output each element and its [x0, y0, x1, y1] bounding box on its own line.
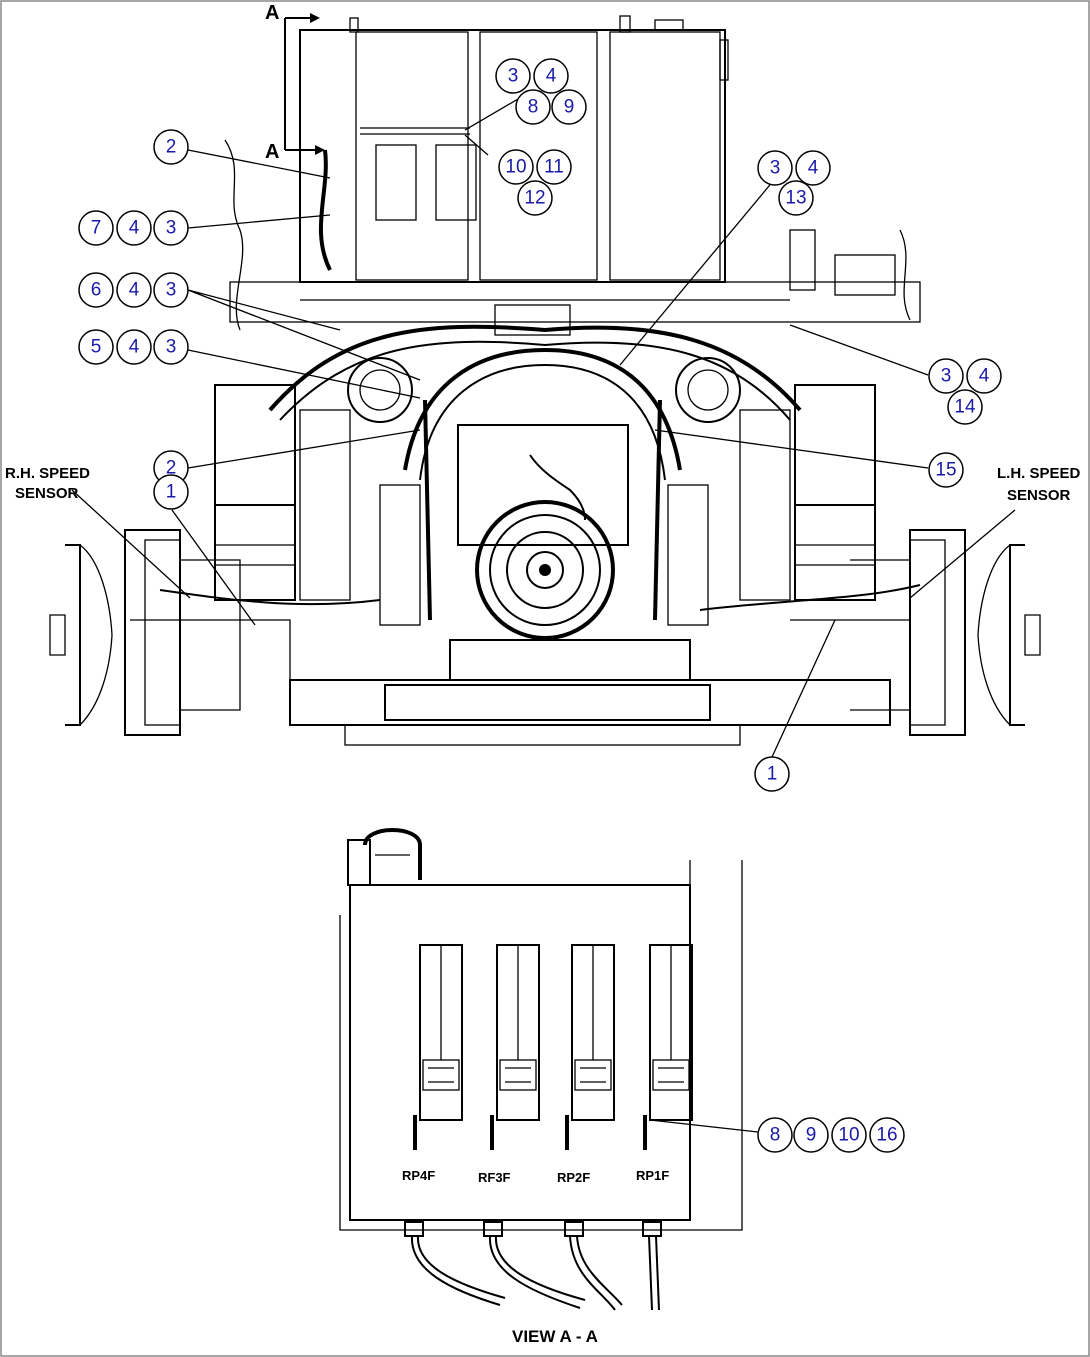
callout-13: 13 [785, 188, 806, 209]
view-a-a-panel [339, 828, 759, 1311]
callout-1-right: 1 [767, 764, 778, 785]
callout-group-7-4-3: 7 4 3 [78, 210, 189, 246]
callout-group-6-4-3: 6 4 3 [78, 272, 189, 308]
cabinet-panel-right [609, 31, 721, 281]
view-title: VIEW A - A [512, 1327, 598, 1346]
panel-box [349, 884, 691, 1221]
callout-4: 4 [129, 280, 140, 301]
callout-4: 4 [979, 366, 990, 387]
callout-2-upper: 2 [166, 137, 177, 158]
callout-8: 8 [770, 1125, 781, 1146]
callout-10: 10 [505, 157, 526, 178]
callout-3: 3 [166, 218, 177, 239]
callout-group-3-4-13: 3 4 13 [757, 150, 831, 216]
relay-1 [413, 944, 463, 1150]
callout-16: 16 [876, 1125, 897, 1146]
callout-15: 15 [935, 460, 956, 481]
callout-7: 7 [91, 218, 102, 239]
callout-5: 5 [91, 337, 102, 358]
callout-14: 14 [954, 397, 976, 418]
callout-9: 9 [806, 1125, 817, 1146]
callout-4: 4 [129, 337, 140, 358]
cabinet-panel-center [479, 31, 598, 281]
connector-label-3: RP2F [557, 1170, 590, 1185]
callout-2-lower: 2 [166, 458, 177, 479]
callout-6: 6 [91, 280, 102, 301]
callout-1-left: 1 [166, 482, 177, 503]
callout-4: 4 [546, 66, 557, 87]
relay-3 [565, 944, 615, 1150]
callout-4: 4 [129, 218, 140, 239]
rh-speed-sensor-label-line1: R.H. SPEED [5, 465, 90, 482]
callout-group-cabinet-a: 3 4 8 9 [495, 58, 587, 125]
main-chassis-view [49, 13, 1041, 758]
callout-4: 4 [808, 158, 819, 179]
callout-3: 3 [770, 158, 781, 179]
lh-speed-sensor-label-line2: SENSOR [1007, 487, 1071, 504]
callout-12: 12 [524, 188, 545, 209]
connector-label-4: RP1F [636, 1168, 669, 1183]
callout-3: 3 [166, 337, 177, 358]
rh-speed-sensor-label-line2: SENSOR [15, 485, 79, 502]
callout-group-3-4-14: 3 4 14 [928, 358, 1002, 425]
callout-3: 3 [941, 366, 952, 387]
connector-label-2: RF3F [478, 1170, 511, 1185]
callout-9: 9 [564, 97, 575, 118]
callout-3: 3 [508, 66, 519, 87]
cabinet-panel-left [355, 31, 469, 281]
relay-4 [643, 944, 693, 1150]
relay-2 [490, 944, 540, 1150]
lh-speed-sensor-label-line1: L.H. SPEED [997, 465, 1081, 482]
connector-label-1: RP4F [402, 1168, 435, 1183]
callout-group-cabinet-b: 10 11 12 [498, 149, 572, 216]
callout-group-5-4-3: 5 4 3 [78, 329, 189, 365]
section-a-top-label: A [265, 2, 279, 24]
callout-8: 8 [528, 97, 539, 118]
callout-11: 11 [544, 157, 564, 178]
callout-10: 10 [838, 1125, 859, 1146]
callout-3: 3 [166, 280, 177, 301]
callout-group-8-9-10-16: 8 9 10 16 [757, 1117, 905, 1153]
section-a-mid-label: A [265, 141, 279, 163]
